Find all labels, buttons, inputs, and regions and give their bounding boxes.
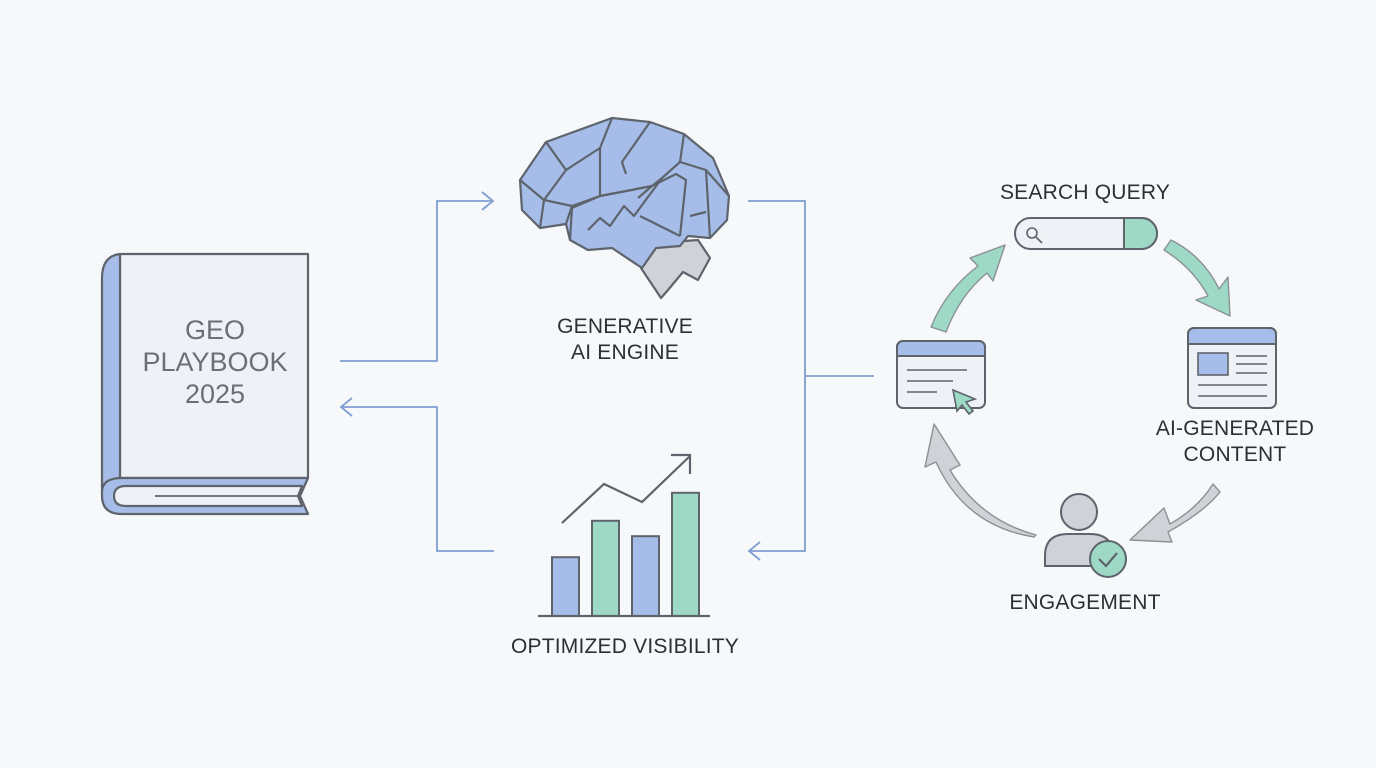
- book-title-line: GEO: [184, 315, 245, 345]
- arrow-search-to-content: [1163, 239, 1231, 317]
- book-title-line: PLAYBOOK: [142, 347, 288, 377]
- content-label-line: AI-GENERATED: [1155, 417, 1315, 440]
- engagement-label: ENGAGEMENT: [1009, 591, 1161, 614]
- bar-2: [591, 519, 620, 617]
- content-label: AI-GENERATED CONTENT: [1140, 416, 1330, 468]
- arrow-click-to-search: [930, 244, 1006, 333]
- arrow-content-to-engagement: [1129, 483, 1221, 543]
- bar-chart-trend-icon: [538, 453, 710, 618]
- bar-3: [631, 535, 660, 618]
- browser-click-icon: [896, 340, 986, 416]
- book-title: GEO PLAYBOOK 2025: [120, 314, 310, 410]
- content-label-line: CONTENT: [1183, 443, 1287, 466]
- bar-1: [551, 556, 580, 618]
- arrowhead-to-book: [339, 397, 353, 417]
- book-icon: [100, 252, 310, 516]
- article-window-icon: [1187, 327, 1277, 409]
- trend-arrowhead: [671, 453, 692, 474]
- arrow-engagement-to-click: [924, 423, 1037, 538]
- cycle-arrows: [924, 239, 1231, 543]
- bar-4: [671, 491, 700, 617]
- search-query-label: SEARCH QUERY: [999, 181, 1171, 204]
- book-title-line: 2025: [184, 379, 246, 409]
- engine-label: GENERATIVE AI ENGINE: [520, 314, 730, 366]
- trend-line: [561, 455, 691, 524]
- visibility-label: OPTIMIZED VISIBILITY: [510, 635, 740, 658]
- search-bar-icon: [1014, 217, 1158, 250]
- bars: [551, 491, 700, 618]
- connector-visibility-to-book: [342, 406, 494, 552]
- engine-label-line: GENERATIVE: [557, 315, 693, 338]
- engine-label-line: AI ENGINE: [571, 341, 679, 364]
- user-check-icon: [1044, 493, 1127, 578]
- connector-engine-to-cycle: [748, 200, 806, 552]
- connectors: [339, 191, 874, 561]
- brain-icon: [518, 116, 731, 300]
- arrowhead-to-visibility: [747, 541, 761, 561]
- connector-book-to-engine: [340, 200, 492, 362]
- arrowhead-to-engine: [481, 191, 495, 211]
